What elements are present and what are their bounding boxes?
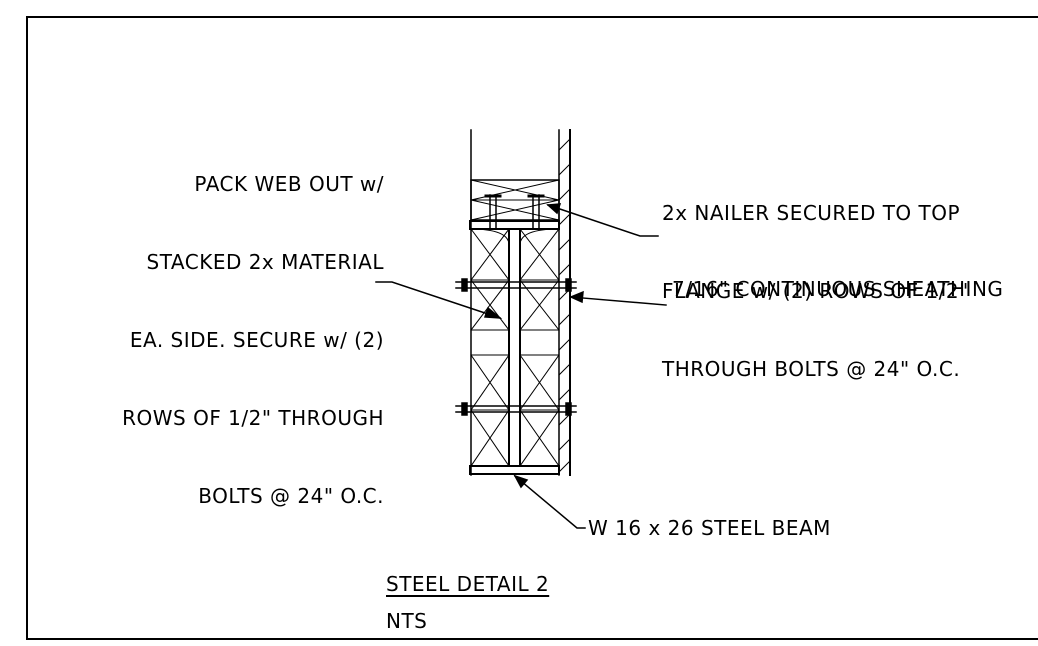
note-pack-web-line-4: ROWS OF 1/2" THROUGH [122,406,384,430]
detail-title: STEEL DETAIL 2 [386,572,550,596]
detail-scale: NTS [386,609,428,633]
note-pack-web-line-5: BOLTS @ 24" O.C. [198,484,384,508]
note-nailer: 2x NAILER SECURED TO TOP FLANGE w/ (2) R… [662,148,969,434]
sheet-border [26,16,1038,640]
note-sheathing: 7/16" CONTINUOUS SHEATHING [672,277,1004,301]
leader-beam [513,474,586,529]
note-pack-web: PACK WEB OUT w/ STACKED 2x MATERIAL EA. … [122,119,384,561]
packing-left [470,228,510,467]
note-pack-web-line-1: PACK WEB OUT w/ [194,172,384,196]
note-beam: W 16 x 26 STEEL BEAM [588,516,831,540]
note-nailer-line-2: FLANGE w/ (2) ROWS OF 1/2" [662,279,969,303]
steel-beam [469,220,560,475]
note-pack-web-line-2: STACKED 2x MATERIAL [146,250,384,274]
nailer-bolts [484,194,545,229]
note-nailer-line-1: 2x NAILER SECURED TO TOP [662,201,961,225]
packing-right [519,228,560,467]
sheathing-hatch [558,138,571,473]
through-bolt-upper [455,278,577,292]
note-pack-web-line-3: EA. SIDE. SECURE w/ (2) [129,328,384,352]
through-bolt-lower [455,402,577,416]
leader-pack-web [375,281,503,319]
leader-nailer [546,203,659,237]
note-nailer-line-3: THROUGH BOLTS @ 24" O.C. [662,357,961,381]
leader-sheathing [569,290,667,306]
